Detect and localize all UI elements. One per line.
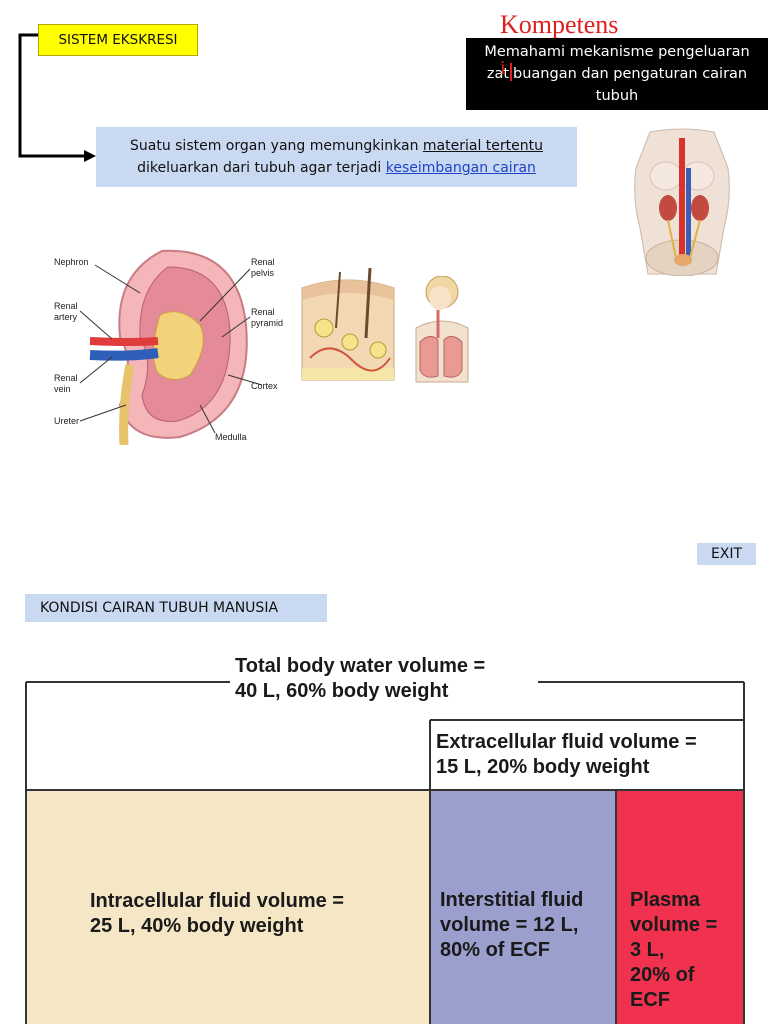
section-title: KONDISI CAIRAN TUBUH MANUSIA	[25, 594, 327, 622]
kompetensi-text: Memahami mekanisme pengeluaran	[484, 44, 750, 60]
plasma-region	[616, 790, 744, 1024]
label-renal-pelvis: Renal	[251, 257, 275, 267]
svg-text:pyramid: pyramid	[251, 318, 283, 328]
definition-box: Suatu sistem organ yang memungkinkan mat…	[96, 127, 577, 187]
kidney-diagram: Nephron Renal artery Renal vein Ureter R…	[54, 249, 283, 445]
skin-illustration	[301, 268, 395, 381]
slide-title: SISTEM EKSKRESI	[38, 24, 198, 56]
connector-arrows	[18, 33, 96, 162]
svg-text:vein: vein	[54, 384, 71, 394]
icf-region	[26, 790, 430, 1024]
svg-text:pelvis: pelvis	[251, 268, 275, 278]
plasma-label: Plasma volume = 3 L, 20% of ECF	[630, 889, 718, 1011]
label-renal-vein: Renal	[54, 373, 78, 383]
svg-text:artery: artery	[54, 312, 78, 322]
interstitial-region	[430, 790, 616, 1024]
label-nephron: Nephron	[54, 257, 89, 267]
body-fluid-diagram	[25, 681, 745, 1024]
label-medulla: Medulla	[215, 432, 247, 442]
intracellular-label: Intracellular fluid volume = 25 L, 40% b…	[90, 890, 344, 937]
human-torso-illustration	[634, 128, 730, 276]
keseimbangan-cairan-link[interactable]: keseimbangan cairan	[385, 160, 536, 176]
label-renal-artery: Renal	[54, 301, 78, 311]
kompetensi-heading: Kompetens	[500, 10, 619, 39]
total-body-water-label: Total body water volume = 40 L, 60% body…	[235, 655, 486, 702]
lungs-illustration	[415, 276, 469, 383]
text-cursor	[510, 63, 513, 81]
kompetensi-heading-suffix: i	[500, 57, 506, 79]
label-ureter: Ureter	[54, 416, 79, 426]
interstitial-label: Interstitial fluid volume = 12 L, 80% of…	[440, 889, 584, 961]
label-cortex: Cortex	[251, 381, 278, 391]
extracellular-label: Extracellular fluid volume = 15 L, 20% b…	[436, 731, 697, 778]
exit-button[interactable]: EXIT	[697, 543, 756, 565]
label-renal-pyramid: Renal	[251, 307, 275, 317]
